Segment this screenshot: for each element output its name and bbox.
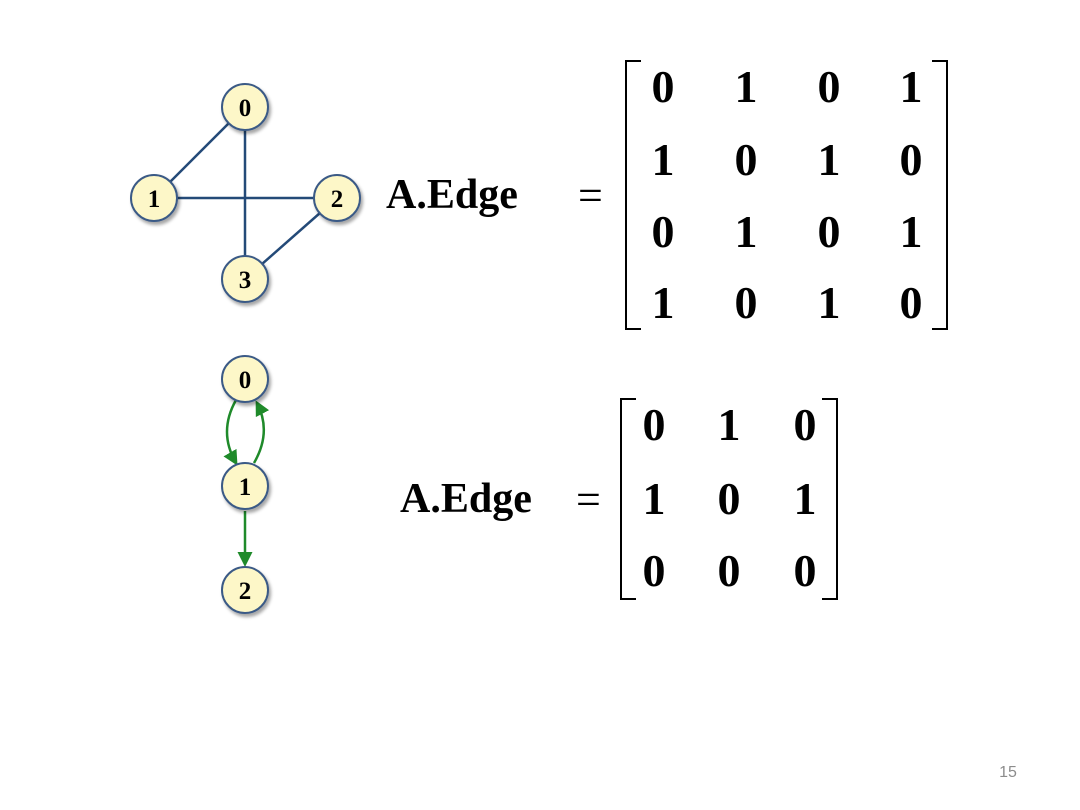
matrix-cell: 1 bbox=[717, 399, 741, 450]
matrix-cell: 1 bbox=[651, 277, 675, 328]
matrix-cell: 1 bbox=[734, 206, 758, 257]
node-label: 0 bbox=[239, 367, 252, 394]
node-label: 3 bbox=[239, 267, 252, 294]
equation-label: A.Edge bbox=[386, 172, 518, 218]
equation-label: A.Edge bbox=[400, 476, 532, 522]
graph-node-0: 0 bbox=[221, 355, 269, 403]
matrix-cell: 1 bbox=[793, 473, 817, 524]
matrix-cell: 1 bbox=[642, 473, 666, 524]
matrix-cell: 0 bbox=[642, 399, 666, 450]
equals-sign: = bbox=[576, 475, 601, 524]
left-bracket bbox=[625, 60, 641, 330]
page-number: 15 bbox=[999, 764, 1017, 781]
graph-node-2: 2 bbox=[313, 174, 361, 222]
matrix-cell: 1 bbox=[899, 206, 923, 257]
adjacency-matrix-3x3: 0 1 0 1 0 1 0 0 0 bbox=[620, 398, 838, 600]
matrix-cell: 0 bbox=[651, 206, 675, 257]
matrix-cell: 0 bbox=[793, 545, 817, 596]
edge-1-to-0 bbox=[252, 400, 270, 464]
node-label: 0 bbox=[239, 95, 252, 122]
node-label: 1 bbox=[239, 474, 252, 501]
node-label: 1 bbox=[148, 186, 161, 213]
matrix-cell: 0 bbox=[734, 277, 758, 328]
matrix-cell: 1 bbox=[899, 61, 923, 112]
matrix-cell: 0 bbox=[793, 399, 817, 450]
graph-node-2: 2 bbox=[221, 566, 269, 614]
matrix-cell: 1 bbox=[817, 277, 841, 328]
right-bracket bbox=[822, 398, 838, 600]
graph-node-3: 3 bbox=[221, 255, 269, 303]
left-bracket bbox=[620, 398, 636, 600]
matrix-cell: 0 bbox=[717, 545, 741, 596]
matrix-cell: 1 bbox=[651, 134, 675, 185]
matrix-cell: 0 bbox=[817, 206, 841, 257]
matrix-cell: 1 bbox=[817, 134, 841, 185]
matrix-cell: 0 bbox=[642, 545, 666, 596]
graph-node-1: 1 bbox=[221, 462, 269, 510]
equals-sign: = bbox=[578, 171, 603, 220]
matrix-cell: 0 bbox=[899, 277, 923, 328]
directed-graph: 0 1 2 bbox=[221, 355, 270, 614]
matrix-cell: 0 bbox=[899, 134, 923, 185]
node-label: 2 bbox=[331, 186, 344, 213]
matrix-cell: 1 bbox=[734, 61, 758, 112]
matrix-cell: 0 bbox=[651, 61, 675, 112]
matrix-cell: 0 bbox=[734, 134, 758, 185]
matrix-cell: 0 bbox=[717, 473, 741, 524]
graph-node-1: 1 bbox=[130, 174, 178, 222]
edge-0-to-1 bbox=[223, 399, 238, 466]
node-label: 2 bbox=[239, 578, 252, 605]
matrix-cell: 0 bbox=[817, 61, 841, 112]
adjacency-matrix-4x4: 0 1 0 1 1 0 1 0 0 1 0 1 1 0 1 0 bbox=[625, 60, 948, 330]
graph-node-0: 0 bbox=[221, 83, 269, 131]
undirected-graph: 0 1 2 3 bbox=[130, 83, 361, 303]
right-bracket bbox=[932, 60, 948, 330]
